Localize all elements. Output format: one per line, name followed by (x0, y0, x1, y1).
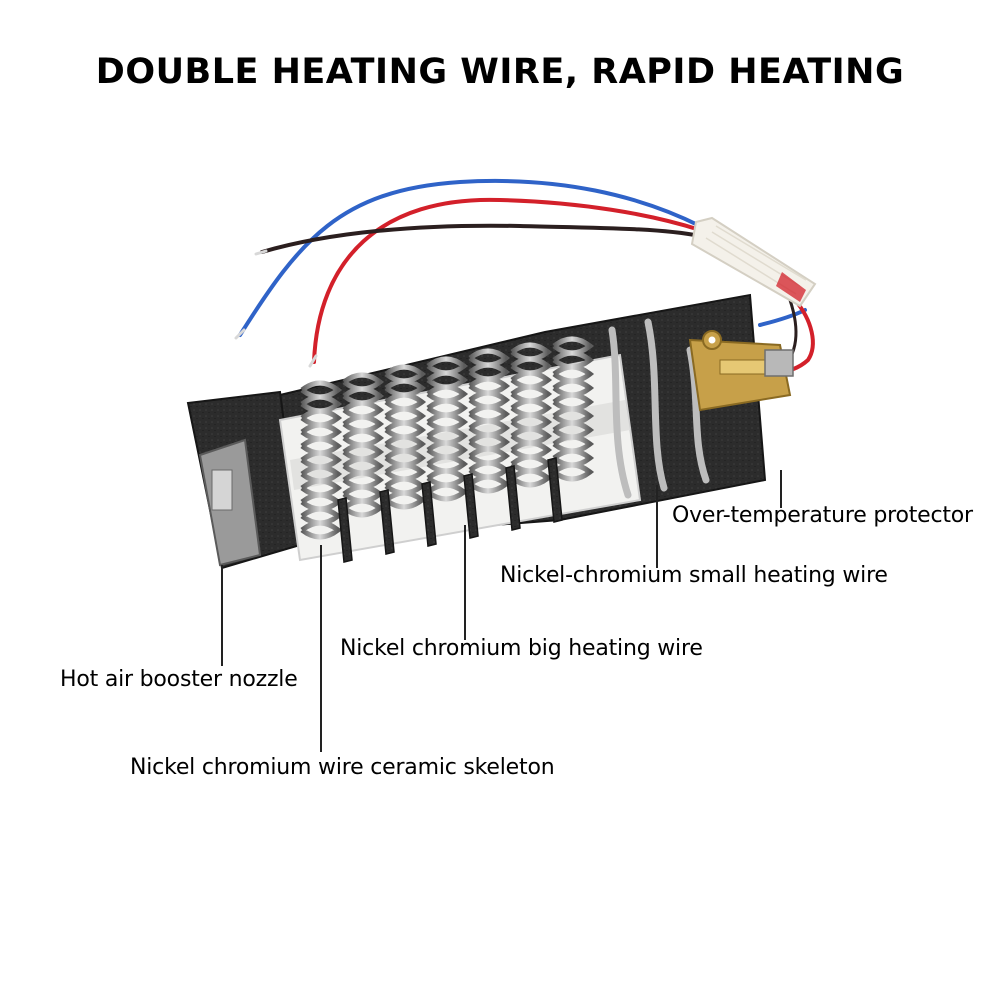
wire-strip-tip (254, 249, 268, 256)
page-title: DOUBLE HEATING WIRE, RAPID HEATING (95, 52, 905, 92)
callout-small-heating-wire: Nickel-chromium small heating wire (500, 563, 888, 588)
callout-over-temperature-protector: Over-temperature protector (672, 503, 973, 528)
callout-hot-air-booster-nozzle: Hot air booster nozzle (60, 667, 298, 692)
wire-strip-tip (234, 328, 246, 340)
callout-ceramic-skeleton: Nickel chromium wire ceramic skeleton (130, 755, 555, 780)
small-heating-wires (608, 318, 710, 499)
blue-lead-wire-end (758, 308, 807, 327)
over-temperature-protector (688, 330, 794, 412)
blue-lead-wire (238, 178, 702, 337)
red-lead-wire (312, 197, 702, 364)
wire-strip-tip (308, 354, 318, 368)
lead-wires (234, 178, 815, 377)
black-lead-wire (260, 223, 702, 254)
callout-big-heating-wire: Nickel chromium big heating wire (340, 636, 703, 661)
callout-leader-lines (221, 470, 782, 752)
mica-front-fins (337, 457, 563, 563)
insulation-sleeve (690, 216, 817, 308)
